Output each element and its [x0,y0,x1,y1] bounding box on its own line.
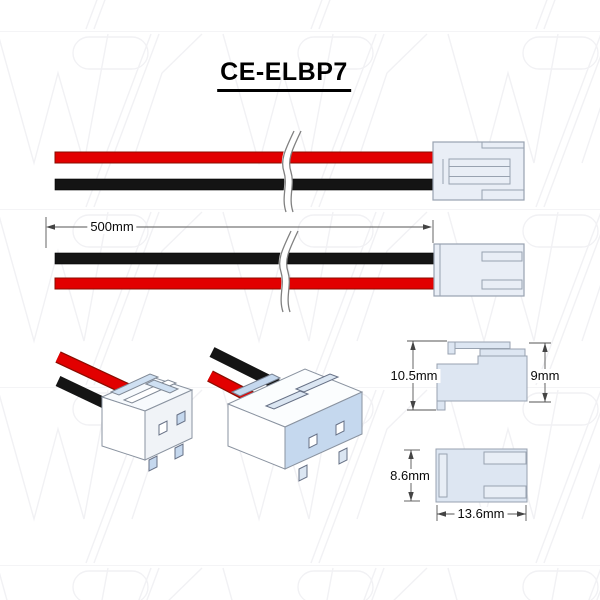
cable-view-top [54,129,525,214]
black-wire [54,178,438,191]
red-wire [54,277,441,290]
black-wire [54,252,441,265]
page-title: CE-ELBP7 [217,58,351,92]
break-symbol [281,129,302,214]
dim-label-lead-length: 500mm [87,220,137,234]
red-wire [54,151,438,164]
connector-side-view [432,141,525,201]
connector-3d-view-rear [55,351,194,472]
connector-top-view [433,243,525,297]
cable-view-bottom [54,229,525,314]
connector-3d-view-front [207,347,364,482]
dim-label-body-height: 9mm [527,369,563,383]
housing-side-profile [436,341,528,411]
break-symbol [278,229,299,314]
housing-top-profile [435,448,528,503]
dim-label-overall-height: 10.5mm [387,369,441,383]
dim-label-housing-length: 13.6mm [454,507,508,521]
dim-label-housing-width: 8.6mm [387,469,433,483]
